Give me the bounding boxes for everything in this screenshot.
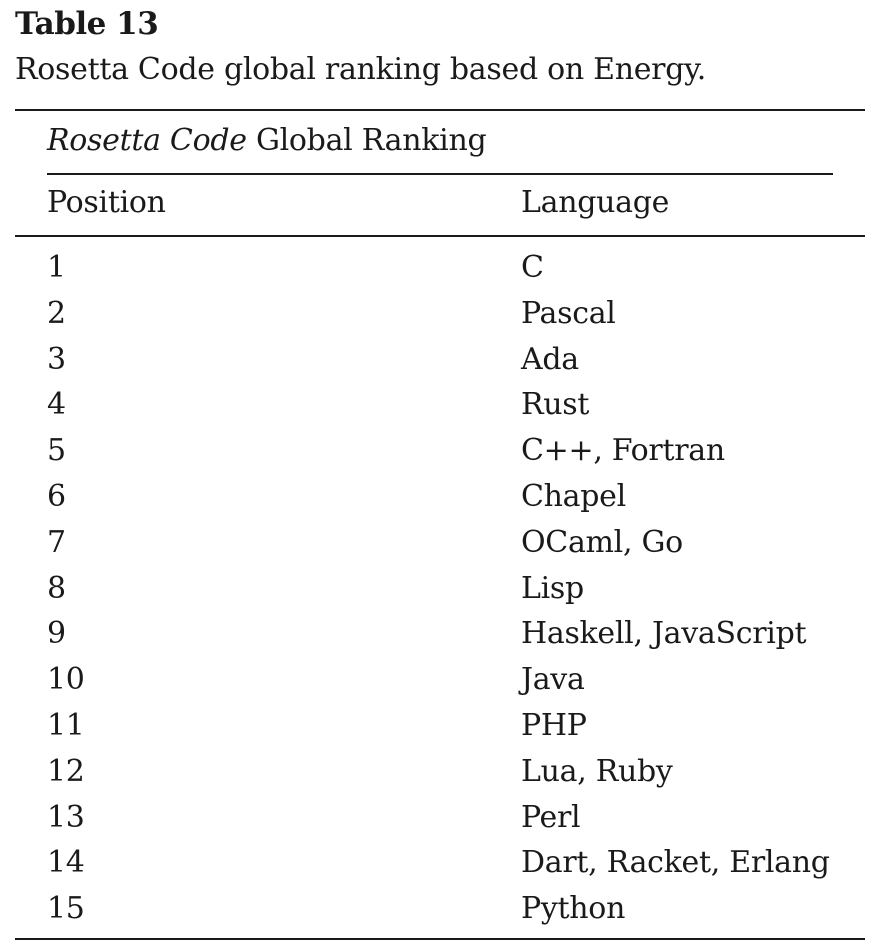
cell-position: 10 — [47, 662, 85, 698]
bottom-rule — [15, 938, 865, 940]
cell-position: 1 — [47, 250, 66, 285]
cell-language: Chapel — [521, 478, 626, 514]
cell-position: 9 — [47, 616, 66, 652]
cell-language: Perl — [521, 799, 581, 835]
cell-language: Java — [521, 662, 585, 698]
table-caption-block: Table 13 Rosetta Code global ranking bas… — [15, 4, 865, 90]
table-row: 4 Rust — [0, 385, 876, 431]
cell-position: 7 — [47, 524, 66, 560]
cell-language: Ada — [521, 341, 579, 377]
cell-position: 13 — [47, 799, 85, 835]
cell-language: Python — [521, 891, 626, 927]
table-row: 13 Perl — [0, 798, 876, 844]
table-row: 2 Pascal — [0, 294, 876, 340]
table-row: 5 C++, Fortran — [0, 431, 876, 477]
cell-position: 8 — [47, 570, 66, 606]
header-rule — [15, 235, 865, 237]
cell-position: 5 — [47, 433, 66, 469]
column-header-position: Position — [47, 185, 166, 220]
group-header-italic: Rosetta Code — [47, 123, 247, 158]
cell-language: C++, Fortran — [521, 433, 725, 469]
table-caption: Rosetta Code global ranking based on Ene… — [15, 52, 707, 87]
cell-position: 2 — [47, 295, 66, 331]
table-row: 10 Java — [0, 660, 876, 706]
cell-language: Haskell, JavaScript — [521, 616, 807, 652]
table-row: 15 Python — [0, 889, 876, 935]
group-header: Rosetta Code Global Ranking — [47, 121, 487, 161]
table-row: 7 OCaml, Go — [0, 523, 876, 569]
column-header-language: Language — [521, 185, 670, 220]
cell-position: 14 — [47, 845, 85, 881]
cell-position: 11 — [47, 707, 85, 743]
table-row: 14 Dart, Racket, Erlang — [0, 843, 876, 889]
table-row: 9 Haskell, JavaScript — [0, 614, 876, 660]
cell-language: OCaml, Go — [521, 524, 683, 560]
table-row: 8 Lisp — [0, 569, 876, 615]
cell-language: Dart, Racket, Erlang — [521, 845, 830, 881]
cell-position: 4 — [47, 387, 66, 423]
group-header-rule — [47, 173, 833, 175]
cell-language: Pascal — [521, 295, 616, 331]
cell-language: PHP — [521, 707, 587, 743]
table-row: 3 Ada — [0, 340, 876, 386]
cell-position: 12 — [47, 753, 85, 789]
table-row: 11 PHP — [0, 706, 876, 752]
cell-language: Rust — [521, 387, 590, 423]
cell-language: C — [521, 250, 544, 285]
group-header-rest: Global Ranking — [246, 123, 487, 158]
cell-language: Lua, Ruby — [521, 753, 673, 789]
cell-position: 6 — [47, 478, 66, 514]
table-row: 6 Chapel — [0, 477, 876, 523]
cell-position: 3 — [47, 341, 66, 377]
table-label: Table 13 — [15, 6, 159, 42]
top-rule — [15, 109, 865, 111]
cell-position: 15 — [47, 891, 85, 927]
table-row: 12 Lua, Ruby — [0, 752, 876, 798]
cell-language: Lisp — [521, 570, 584, 606]
